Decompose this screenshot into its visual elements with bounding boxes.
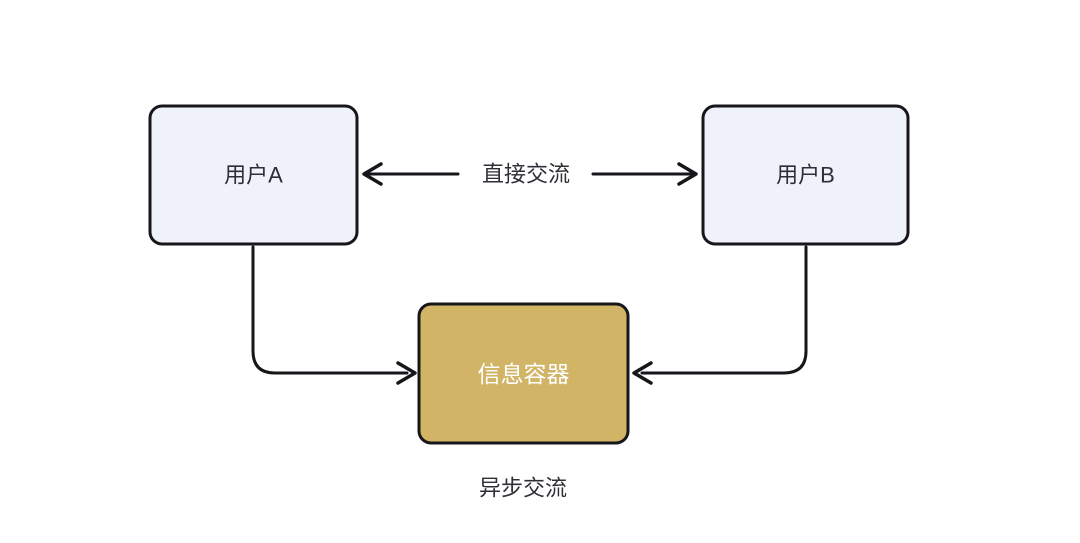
node-user-a-box [148, 104, 359, 246]
node-user-b: 用户B [701, 104, 910, 246]
node-user-a-label: 用户A [224, 163, 283, 188]
edge-direct-label: 直接交流 [482, 162, 570, 187]
arrow-right-into-container-icon [396, 361, 417, 385]
edge-async-left [251, 245, 417, 385]
node-user-a: 用户A [148, 104, 359, 246]
node-message-container: 信息容器 [417, 302, 630, 445]
node-message-container-box [417, 302, 630, 445]
node-message-container-label: 信息容器 [478, 361, 570, 387]
node-user-b-box [701, 104, 910, 246]
arrow-right-icon [677, 162, 698, 186]
edge-async-right-path [640, 245, 808, 375]
node-user-b-label: 用户B [776, 163, 835, 188]
edge-async-left-path [251, 245, 409, 375]
edge-direct-communication: 直接交流 [362, 162, 698, 187]
arrow-left-icon [362, 162, 383, 186]
arrow-left-into-container-icon [632, 361, 653, 385]
edge-async-right [632, 245, 808, 385]
diagram-caption: 异步交流 [479, 476, 567, 501]
